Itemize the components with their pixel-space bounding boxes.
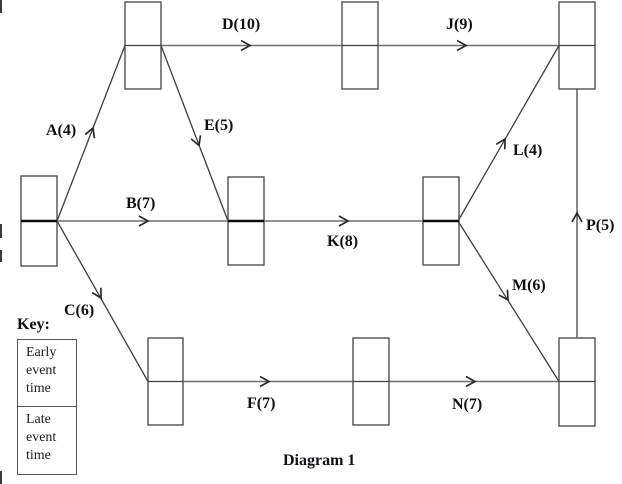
key-title: Key: [17, 316, 50, 333]
key-box: Early event time Late event time [17, 339, 77, 475]
node-top-middle [341, 1, 379, 90]
node-middle-left [227, 176, 265, 266]
scan-edge-artifact [0, 471, 2, 484]
arrowhead-C [91, 287, 102, 300]
edges [56, 44, 578, 383]
scan-edge-artifact [0, 0, 2, 13]
activity-label-P: P(5) [586, 217, 615, 234]
scan-edge-artifacts [0, 0, 2, 484]
node-top-right [558, 1, 596, 90]
activity-label-C: C(6) [64, 302, 95, 319]
key-late-event-time-cell: Late event time [18, 406, 76, 474]
arrowhead-M [498, 289, 509, 302]
scan-edge-artifact [0, 224, 2, 238]
arrowhead-E [190, 135, 202, 148]
activity-label-M: M(6) [512, 277, 546, 294]
event-nodes [20, 1, 596, 427]
scan-edge-artifact [0, 250, 2, 262]
edge-L [457, 45, 560, 222]
arrowhead-L [495, 137, 506, 150]
activity-label-E: E(5) [204, 117, 234, 134]
activity-label-B: B(7) [126, 195, 156, 212]
activity-label-K: K(8) [327, 233, 359, 250]
arrowhead-D [240, 39, 252, 52]
arrowhead-B [138, 215, 150, 227]
activity-label-N: N(7) [452, 396, 483, 413]
edge-M [457, 220, 560, 382]
node-middle-right [422, 176, 460, 266]
activity-label-A: A(4) [46, 122, 77, 139]
node-start [20, 175, 58, 267]
node-bottom-left [147, 337, 184, 426]
activity-label-J: J(9) [446, 16, 473, 33]
arrowhead-F [259, 375, 271, 388]
edge-C [56, 220, 149, 382]
key-early-event-time-cell: Early event time [26, 345, 57, 396]
activity-label-L: L(4) [513, 142, 543, 159]
node-top-left [124, 1, 162, 90]
diagram-caption: Diagram 1 [283, 452, 356, 469]
activity-label-D: D(10) [222, 16, 261, 33]
arrowheads [84, 39, 583, 388]
node-bottom-middle [352, 337, 390, 426]
activity-label-F: F(7) [247, 395, 276, 412]
arrowhead-K [338, 215, 350, 227]
arrowhead-J [456, 39, 468, 52]
arrowhead-P [571, 211, 583, 223]
node-bottom-right [558, 337, 596, 427]
arrowhead-N [465, 375, 477, 388]
edge-E [160, 45, 229, 222]
arrowhead-A [84, 126, 96, 139]
edge-A [56, 45, 126, 222]
